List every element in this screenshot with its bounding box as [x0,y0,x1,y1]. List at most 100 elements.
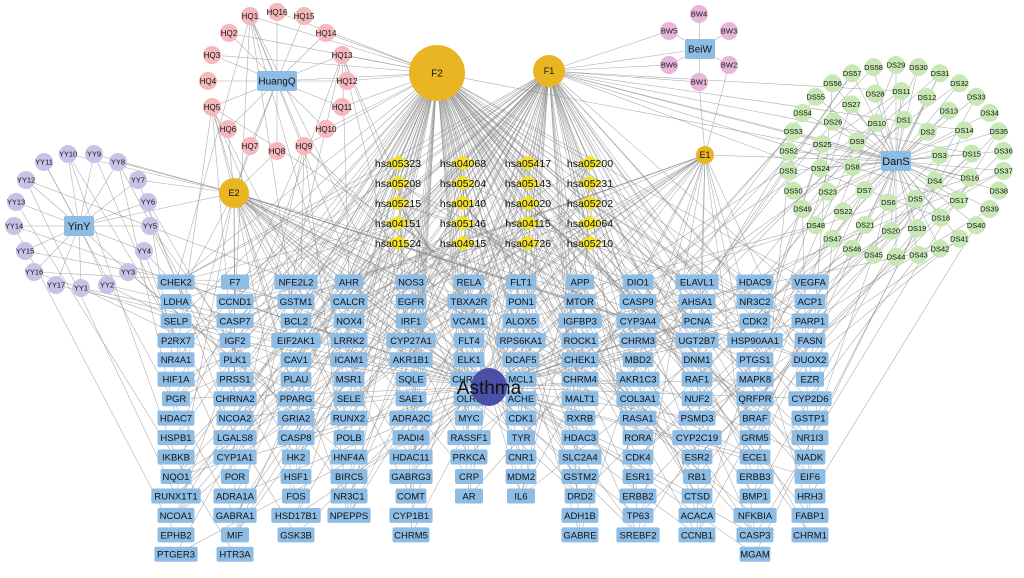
target-label-t-rb1: RB1 [688,472,706,483]
compound-node-yy8 [109,153,127,171]
edge [832,160,897,239]
target-label-t-htr3a: HTR3A [219,550,251,561]
compound-node-ds34 [980,104,999,122]
edge [211,106,522,302]
edge [696,141,858,302]
target-node-t-gabre [561,527,599,543]
target-label-t-chrm5: CHRM5 [394,530,428,541]
target-node-t-sae1 [395,391,427,407]
compound-node-ds17 [950,191,969,210]
compound-label-ds22: DS22 [834,207,853,216]
target-node-t-vegfa [791,274,829,290]
edge [175,72,438,283]
target-label-t-mcl1: MCL1 [508,375,533,386]
edge [696,224,866,535]
compound-label-hq11: HQ11 [332,103,353,112]
target-label-t-col3a1: COL3A1 [620,394,656,405]
compound-label-ds42: DS42 [931,244,950,253]
target-node-t-mapk8 [736,371,774,387]
target-node-t-sele [333,391,365,407]
target-node-t-ncoa2 [216,410,254,426]
edge [397,222,756,516]
compound-label-ds12: DS12 [918,93,937,102]
edge [895,160,1004,172]
compound-node-ds53 [784,122,803,141]
target-node-t-erbb3 [736,469,774,484]
compound-label-ds11: DS11 [892,87,910,96]
compound-node-ds42 [930,239,949,258]
target-label-t-cyp2d6: CYP2D6 [792,394,829,405]
herb-node-dans [881,151,911,171]
target-label-t-ar: AR [462,491,475,502]
compound-node-ds2 [918,122,937,141]
target-node-t-fos [282,488,310,504]
target-label-t-ccnb1: CCNB1 [681,530,713,541]
compound-label-ds38: DS38 [989,186,1008,195]
compound-label-ds40: DS40 [967,221,986,230]
edge [78,192,235,227]
compound-node-ds20 [881,221,900,240]
target-node-t-birc5 [330,469,368,484]
edge [548,70,700,83]
target-label-t-chrm4: CHRM4 [563,375,597,386]
target-label-t-gstm1: GSTM1 [280,297,313,308]
compound-node-ds1 [894,110,913,129]
target-label-t-myc: MYC [458,414,479,425]
target-node-t-nr4a1 [157,352,195,368]
edge [341,54,470,380]
edge [276,80,305,147]
target-node-t-alox5 [502,313,540,329]
target-label-t-nadk: NADK [797,452,824,463]
edge [436,72,639,458]
compound-label-ds51: DS51 [779,167,798,176]
compound-label-hq16: HQ16 [267,8,288,17]
compound-node-yy9 [85,145,103,163]
target-node-t-bcl2 [280,313,312,329]
edge [295,154,706,302]
compound-node-bw6 [660,56,678,74]
target-node-t-pcna [681,313,713,329]
pathway-node-p-hsa04726 [515,235,541,251]
target-node-t-flt1 [505,274,537,290]
target-node-t-erbb2 [619,488,657,504]
target-label-t-grm5: GRM5 [741,433,768,444]
edge [548,70,698,341]
compound-label-hq4: HQ4 [200,77,217,86]
edge [832,83,897,162]
target-node-t-lgals8 [213,430,257,446]
compound-label-yy13: YY13 [7,198,25,207]
edge [228,32,438,74]
compound-label-yy1: YY1 [74,284,88,293]
target-label-t-f7: F7 [229,277,240,288]
target-label-t-hif1a: HIF1A [163,375,191,386]
target-node-t-gstp1 [791,410,829,426]
compound-label-bw6: BW6 [661,61,677,70]
target-label-t-birc5: BIRC5 [335,472,363,483]
compound-label-yy15: YY15 [16,247,34,256]
pathway-label-p-hsa05146: hsa05146 [440,218,486,230]
target-label-t-gsk3b: GSK3B [280,530,312,541]
compound-node-ds14 [955,121,974,140]
compound-node-yy1 [72,279,90,297]
target-label-t-mdm2: MDM2 [507,472,535,483]
pathway-label-p-hsa05202: hsa05202 [567,198,613,210]
target-node-t-msr1 [333,371,365,387]
compound-label-yy9: YY9 [87,150,101,159]
edge [234,15,251,302]
compound-node-ds5 [906,189,925,208]
compound-node-ds23 [818,182,837,201]
compound-node-ds32 [950,74,969,93]
target-label-t-flt1: FLT1 [510,277,531,288]
target-label-t-sqle: SQLE [398,375,423,386]
target-node-t-fabp1 [791,507,829,523]
compound-label-ds18: DS18 [931,213,950,222]
target-node-t-akr1b1 [389,352,433,368]
target-label-t-calcr: CALCR [333,297,365,308]
compound-node-ds30 [909,58,928,77]
target-node-t-tyr [507,430,535,446]
target-label-t-nqo1: NQO1 [163,472,190,483]
edge [295,72,438,438]
compound-node-ds12 [917,88,936,107]
pathway-node-p-hsa05208 [385,175,411,191]
compound-label-yy4: YY4 [137,247,151,256]
